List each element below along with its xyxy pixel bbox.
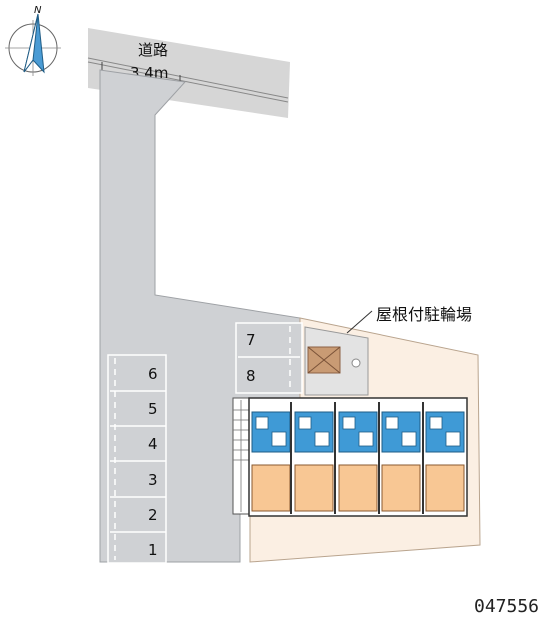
stall-3: 3 xyxy=(148,471,158,489)
compass-north-label: N xyxy=(34,5,42,16)
stall-8: 8 xyxy=(246,367,256,385)
stall-7: 7 xyxy=(246,331,256,349)
unit-2 xyxy=(294,402,336,514)
stall-1: 1 xyxy=(148,541,158,559)
map-code: 047556 xyxy=(474,596,539,617)
stall-4: 4 xyxy=(148,435,158,453)
compass: N xyxy=(5,5,61,76)
stairs xyxy=(232,397,250,515)
unit-3 xyxy=(338,402,380,514)
parking-left: 6 5 4 3 2 1 xyxy=(107,354,167,564)
stall-5: 5 xyxy=(148,400,158,418)
bicycle-parking-label: 屋根付駐輪場 xyxy=(376,305,472,324)
unit-4 xyxy=(381,402,424,514)
road-name: 道路 xyxy=(138,41,168,59)
parking-right: 7 8 xyxy=(235,322,303,394)
bicycle-parking: 屋根付駐輪場 xyxy=(304,305,472,396)
unit-1 xyxy=(251,402,292,514)
unit-5 xyxy=(425,411,465,512)
stall-2: 2 xyxy=(148,506,158,524)
stall-6: 6 xyxy=(148,365,158,383)
